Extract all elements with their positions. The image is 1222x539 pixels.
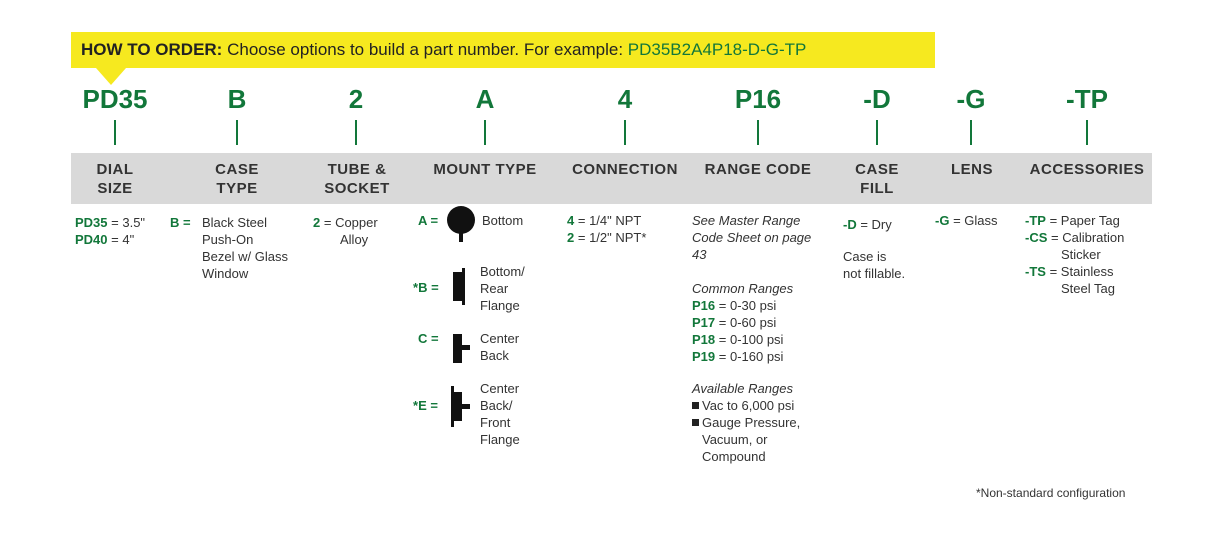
banner-example: PD35B2A4P18-D-G-TP (627, 40, 807, 59)
connector-line (484, 120, 486, 145)
rear-flange-plate-icon (462, 268, 465, 305)
connector-line (355, 120, 357, 145)
header-tube-socket: TUBE &SOCKET (324, 161, 390, 197)
connector-line (876, 120, 878, 145)
header-mount-type: MOUNT TYPE (433, 161, 537, 178)
available-range-item-cont: Compound (702, 449, 766, 464)
connector-line (1086, 120, 1088, 145)
connector-line (114, 120, 116, 145)
connector-line (970, 120, 972, 145)
code-lens: -G (956, 84, 986, 114)
code-range: P16 (734, 84, 782, 114)
range-option: P18 = 0-100 psi (692, 332, 784, 347)
lens-option: -G = Glass (935, 213, 998, 228)
header-connection: CONNECTION (572, 161, 678, 178)
banner-text: Choose options to build a part number. F… (227, 40, 624, 59)
header-bar (71, 153, 1152, 204)
code-case-type: B (227, 84, 247, 114)
available-range-item: Gauge Pressure, (692, 414, 800, 431)
connector-line (624, 120, 626, 145)
code-mount-type: A (475, 84, 495, 114)
connection-option: 2 = 1/2" NPT* (567, 230, 647, 245)
range-option: P19 = 0-160 psi (692, 349, 784, 364)
rear-flange-mount-icon (453, 272, 462, 301)
header-range-code: RANGE CODE (704, 161, 812, 178)
tube-socket-option-line2: Alloy (340, 232, 369, 247)
dial-size-option: PD35 = 3.5" (75, 215, 146, 230)
code-tube-socket: 2 (348, 84, 364, 114)
header-accessories: ACCESSORIES (1029, 161, 1145, 178)
case-fill-option: -D = Dry (843, 217, 892, 232)
front-flange-plate-icon (451, 386, 454, 427)
common-ranges-heading: Common Ranges (692, 281, 794, 296)
front-flange-stem-icon (462, 404, 470, 409)
center-back-mount-icon (453, 334, 462, 363)
footnote: *Non-standard configuration (976, 486, 1126, 500)
banner-pointer (96, 68, 126, 85)
mount-a-code: A = (418, 213, 439, 228)
center-back-front-flange-mount-icon (453, 392, 462, 421)
header-lens: LENS (950, 161, 994, 178)
available-ranges-heading: Available Ranges (692, 381, 793, 396)
range-option: P17 = 0-60 psi (692, 315, 777, 330)
how-to-order-banner: HOW TO ORDER: Choose options to build a … (71, 32, 935, 68)
connection-option: 4 = 1/4" NPT (567, 213, 642, 228)
connector-line (236, 120, 238, 145)
bottom-mount-icon (447, 206, 475, 234)
bullet-square-icon (692, 419, 699, 426)
code-case-fill: -D (863, 84, 891, 114)
bottom-mount-stem-icon (459, 233, 463, 242)
range-option: P16 = 0-30 psi (692, 298, 777, 313)
accessory-option: -CS = Calibration (1025, 230, 1125, 245)
mount-e-code: *E = (413, 398, 438, 413)
case-type-code: B = (170, 215, 191, 230)
code-accessories: -TP (1066, 84, 1108, 114)
bullet-square-icon (692, 402, 699, 409)
tube-socket-option: 2 = Copper (313, 215, 378, 230)
accessory-option-cont: Steel Tag (1061, 281, 1115, 296)
code-dial-size: PD35 (82, 84, 148, 114)
mount-c-code: C = (418, 331, 439, 346)
connector-line (757, 120, 759, 145)
center-back-stem-icon (462, 345, 470, 350)
code-connection: 4 (617, 84, 633, 114)
banner-label: HOW TO ORDER: (81, 40, 223, 59)
accessory-option: -TP = Paper Tag (1025, 213, 1120, 228)
mount-b-code: *B = (413, 280, 439, 295)
available-range-item: Vac to 6,000 psi (692, 397, 794, 414)
dial-size-option: PD40 = 4" (75, 232, 135, 247)
accessory-option: -TS = Stainless (1025, 264, 1114, 279)
available-range-item-cont: Vacuum, or (702, 432, 768, 447)
mount-a-label: Bottom (482, 213, 524, 228)
accessory-option-cont: Sticker (1061, 247, 1101, 262)
